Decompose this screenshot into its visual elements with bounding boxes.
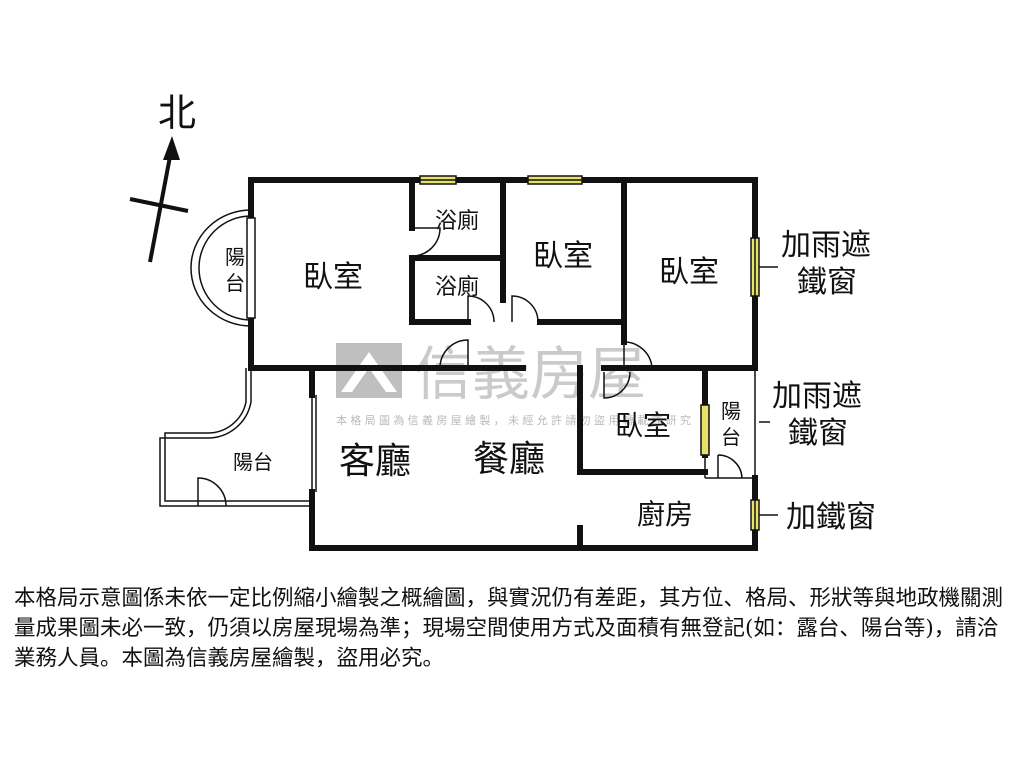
annotation-iron-window: 加鐵窗 bbox=[786, 500, 876, 535]
room-balcony-bay-char: 陽 bbox=[225, 245, 245, 269]
watermark-notice: 本格局圖為信義房屋繪製，未經允許請勿盜用轉載或研究 bbox=[336, 413, 691, 427]
room-balcony-bay: 陽 台 bbox=[225, 245, 251, 295]
door-small-bedroom bbox=[603, 371, 631, 399]
annotation-rain-cover-1-line1: 加雨遮 bbox=[781, 228, 871, 263]
north-compass-icon bbox=[129, 136, 189, 263]
room-dining: 餐廳 bbox=[473, 439, 545, 480]
floor-plan: 北 信義房屋 本格局圖為信義房屋繪製，未經允許請勿盜用轉載或研究 bbox=[129, 91, 876, 551]
door-bath-lower bbox=[467, 295, 495, 323]
room-bedroom-mid: 臥室 bbox=[533, 239, 593, 274]
watermark-brand: 信義房屋 bbox=[414, 340, 646, 408]
disclaimer-text: 本格局示意圖係未依一定比例縮小繪製之概繪圖，與實況仍有差距，其方位、格局、形狀等… bbox=[14, 586, 1004, 671]
walls bbox=[248, 177, 758, 551]
annotation-leaders bbox=[759, 266, 778, 516]
compass-north-label: 北 bbox=[158, 91, 196, 135]
doors bbox=[411, 227, 743, 479]
door-right-balcony bbox=[717, 454, 743, 479]
room-balcony-bay-char: 台 bbox=[225, 271, 245, 295]
room-balcony-living: 陽台 bbox=[233, 450, 273, 474]
room-bath-lower: 浴廁 bbox=[435, 275, 479, 300]
door-mid-bedroom bbox=[511, 295, 539, 323]
annotation-rain-cover-1-line2: 鐵窗 bbox=[797, 265, 857, 300]
door-right-bedroom bbox=[623, 341, 653, 369]
room-bath-upper: 浴廁 bbox=[435, 209, 479, 234]
room-balcony-right-char: 台 bbox=[721, 425, 741, 449]
door-bath-upper bbox=[411, 227, 441, 257]
room-living: 客廳 bbox=[339, 441, 411, 482]
window-small-bedroom bbox=[700, 404, 710, 456]
annotation-rain-cover-2-line1: 加雨遮 bbox=[772, 379, 862, 414]
windows bbox=[419, 175, 760, 531]
thin-walls bbox=[311, 368, 756, 492]
room-balcony-right-char: 陽 bbox=[721, 399, 741, 423]
bay-balcony bbox=[190, 209, 256, 327]
door-left-entry bbox=[439, 339, 469, 369]
room-bedroom-small: 臥室 bbox=[615, 409, 671, 442]
room-bedroom-main: 臥室 bbox=[303, 260, 363, 295]
living-balcony bbox=[159, 368, 312, 507]
room-bedroom-right: 臥室 bbox=[659, 255, 719, 290]
room-balcony-right: 陽 台 bbox=[721, 399, 747, 449]
annotation-rain-cover-2-line2: 鐵窗 bbox=[788, 416, 848, 451]
room-kitchen: 廚房 bbox=[637, 498, 693, 531]
